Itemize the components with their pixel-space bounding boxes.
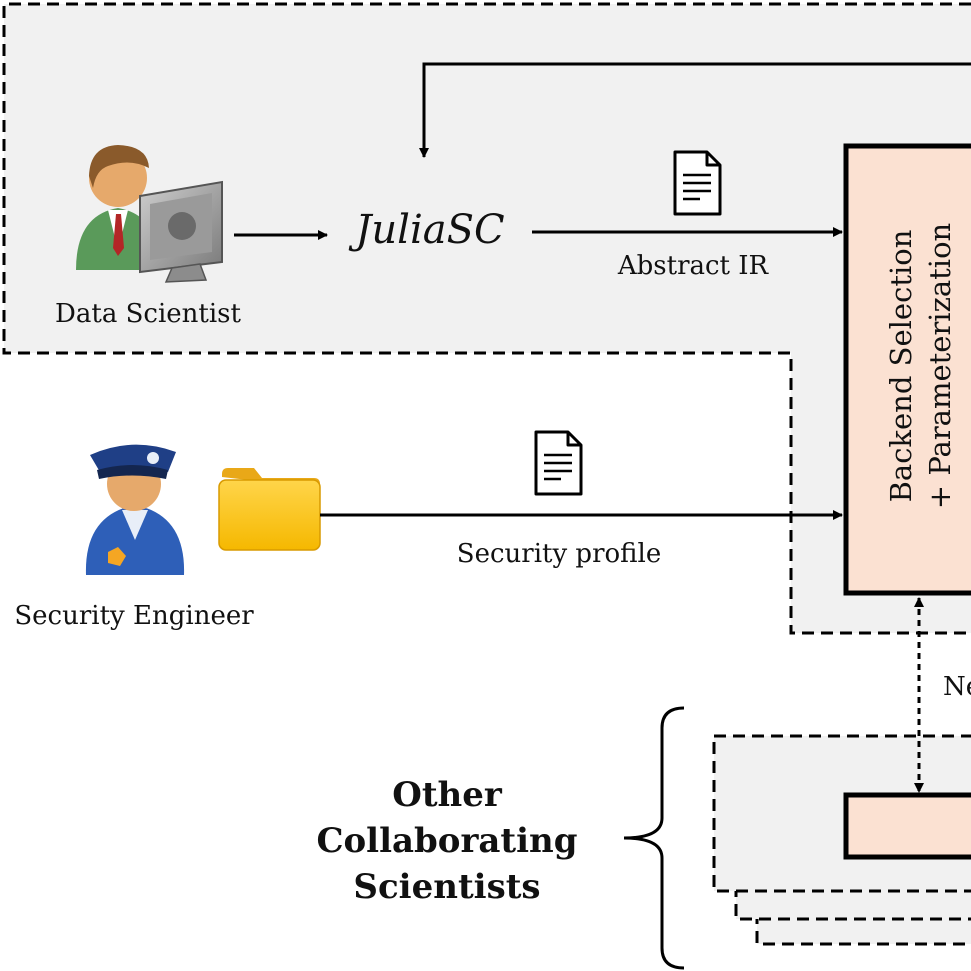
abstract-ir-label: Abstract IR [617,251,770,281]
police-officer-icon [85,444,185,575]
person-at-computer-icon [76,145,223,283]
backend-selection-node [843,143,971,596]
collaborator-backend-node [843,792,971,860]
data-scientist-label: Data Scientist [55,299,241,329]
collaborators-brace [623,706,685,970]
backend-label-line2: + Parameterization [923,223,957,509]
other-collaborating-line3: Scientists [353,867,540,907]
security-engineer-label: Security Engineer [14,601,254,631]
document-icon [673,150,722,216]
backend-label-line1: Backend Selection [884,230,918,503]
folder-icon [218,468,321,551]
data-scientist-environment-region [2,2,971,635]
feedback-arrow [419,62,971,158]
security-profile-label: Security profile [457,539,661,569]
other-collaborating-line2: Collaborating [316,821,577,861]
network-label: Ne [943,672,971,702]
document-icon [534,430,583,496]
other-collaborating-line1: Other [392,775,503,815]
juliasc-label: JuliaSC [348,207,504,253]
